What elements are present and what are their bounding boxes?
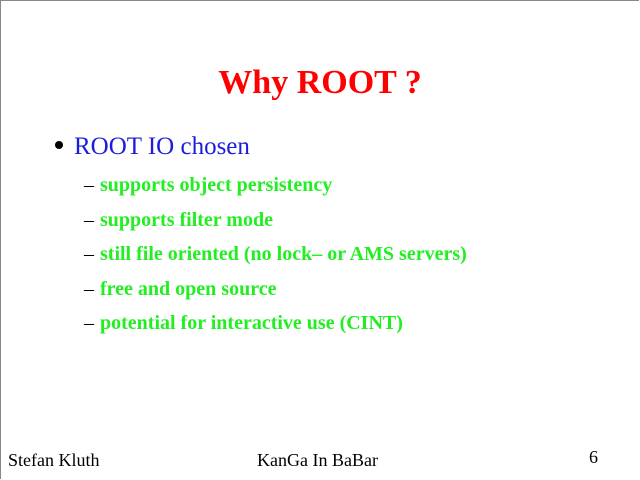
sub-item: –supports filter mode bbox=[84, 209, 273, 232]
sub-item: –free and open source bbox=[84, 278, 276, 301]
sub-item: –still file oriented (no lock– or AMS se… bbox=[84, 243, 467, 266]
footer-author: Stefan Kluth bbox=[8, 450, 100, 470]
sub-item-text: supports object persistency bbox=[100, 174, 333, 196]
sub-item: –potential for interactive use (CINT) bbox=[84, 312, 403, 335]
bullet-dot-icon bbox=[55, 141, 63, 150]
dash-icon: – bbox=[84, 209, 94, 231]
slide-title: Why ROOT ? bbox=[0, 64, 640, 102]
footer-talk-title: KanGa In BaBar bbox=[257, 450, 378, 470]
page-number: 6 bbox=[589, 447, 598, 467]
sub-item-text: still file oriented (no lock– or AMS ser… bbox=[100, 243, 467, 265]
dash-icon: – bbox=[84, 174, 94, 196]
sub-item: –supports object persistency bbox=[84, 174, 332, 197]
bullet-text: ROOT IO chosen bbox=[74, 133, 250, 160]
dash-icon: – bbox=[84, 278, 94, 300]
sub-item-text: free and open source bbox=[100, 278, 277, 300]
sub-item-text: potential for interactive use (CINT) bbox=[100, 312, 403, 334]
bullet-item: ROOT IO chosen bbox=[55, 133, 250, 161]
dash-icon: – bbox=[84, 312, 94, 334]
sub-item-text: supports filter mode bbox=[100, 209, 273, 231]
dash-icon: – bbox=[84, 243, 94, 265]
slide-title-text: Why ROOT ? bbox=[218, 64, 422, 101]
